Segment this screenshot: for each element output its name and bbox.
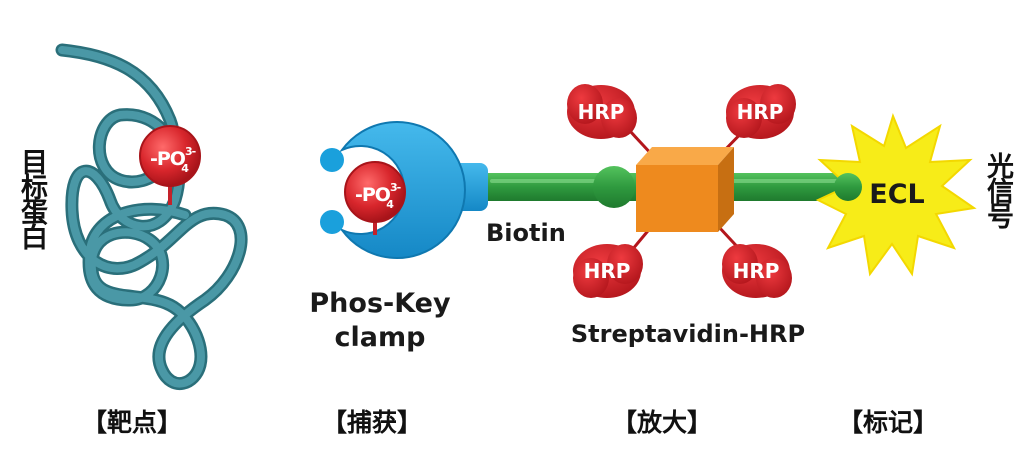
clamp-tip-top	[320, 148, 344, 172]
clamp-tip-bottom	[320, 210, 344, 234]
hrp-top-right: HRP	[726, 84, 796, 139]
streptavidin-label: Streptavidin-HRP	[570, 320, 806, 348]
clamp-label-line2: clamp	[334, 322, 426, 353]
stage-amplify: 【放大】	[612, 408, 713, 437]
hrp-top-left: HRP	[567, 84, 637, 139]
clamp-label: Phos-Key clamp	[300, 287, 460, 355]
clamp-phosphate-sup: 3-	[390, 181, 401, 194]
ecl-burst	[815, 112, 977, 277]
ecl-rod-cap	[834, 173, 862, 201]
protein-phosphate-text: -PO	[150, 148, 186, 170]
protein-phosphate-label: -PO3- 4	[150, 145, 196, 175]
streptavidin-cube	[636, 147, 734, 232]
protein-phosphate-sup: 3-	[185, 145, 196, 158]
target-protein-chain	[55, 43, 248, 391]
stage-target: 【靶点】	[82, 408, 183, 437]
ecl-rod-highlight	[724, 179, 839, 183]
clamp-body	[338, 121, 466, 259]
hrp-bottom-right: HRP	[722, 244, 792, 298]
hrp-bottom-left: HRP	[573, 244, 643, 298]
protein-phosphate-sub: 4	[181, 162, 189, 175]
clamp-phosphate-ball	[344, 161, 406, 223]
clamp-label-line1: Phos-Key	[309, 288, 451, 319]
stage-label: 【标记】	[838, 408, 939, 437]
clamp-phosphate-text: -PO	[355, 184, 391, 206]
light-signal-label: 光信号	[982, 152, 1013, 227]
protein-phosphate-ball	[139, 125, 201, 187]
biotin-knob	[593, 166, 635, 208]
stage-capture: 【捕获】	[322, 408, 423, 437]
target-protein-label: 目标蛋白	[16, 148, 47, 248]
hrp-bottom-right-label: HRP	[733, 259, 780, 283]
hrp-top-left-label: HRP	[578, 100, 625, 124]
clamp-phosphate-sub: 4	[386, 198, 394, 211]
hrp-top-right-label: HRP	[737, 100, 784, 124]
ecl-label: ECL	[869, 179, 924, 210]
clamp-phosphate-label: -PO3- 4	[355, 181, 401, 211]
hrp-bottom-left-label: HRP	[584, 259, 631, 283]
biotin-label: Biotin	[486, 219, 566, 247]
